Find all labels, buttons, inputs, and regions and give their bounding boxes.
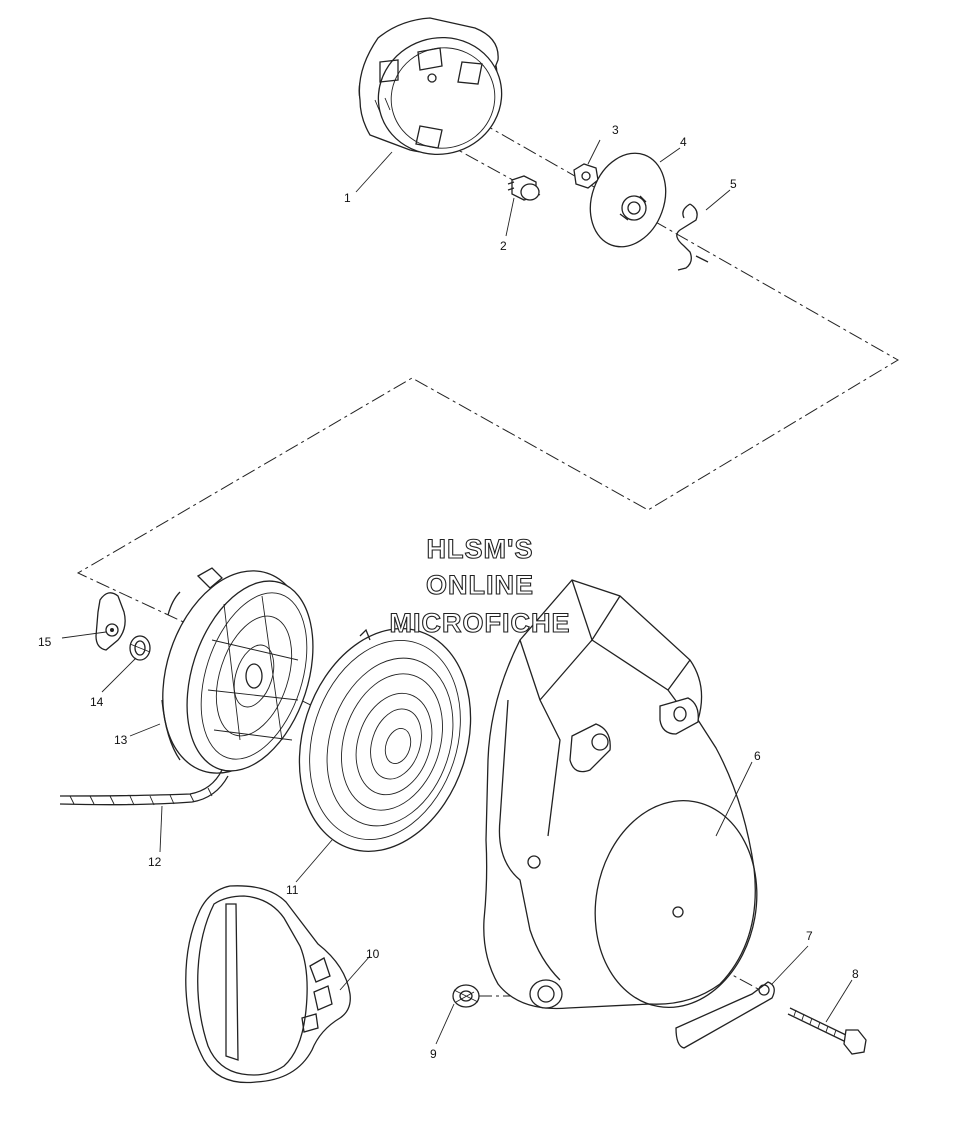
part-9-bushing bbox=[452, 984, 480, 1008]
callout-13: 13 bbox=[114, 733, 128, 747]
leader-lines bbox=[61, 139, 853, 1045]
part-7-plate bbox=[675, 981, 775, 1049]
callout-5: 5 bbox=[730, 177, 737, 191]
callout-numbers: 1 2 3 4 5 6 7 8 9 10 11 12 13 14 15 bbox=[38, 123, 859, 1061]
part-8-bolt bbox=[787, 1007, 867, 1055]
part-11-recoil-spring bbox=[298, 628, 472, 852]
part-13-rope-reel bbox=[161, 567, 314, 774]
part-2-bolt bbox=[507, 175, 540, 201]
callout-8: 8 bbox=[852, 967, 859, 981]
part-10-handle bbox=[185, 885, 351, 1084]
callout-4: 4 bbox=[680, 135, 687, 149]
callout-12: 12 bbox=[148, 855, 162, 869]
callout-2: 2 bbox=[500, 239, 507, 253]
callout-10: 10 bbox=[366, 947, 380, 961]
part-3-nut bbox=[573, 163, 599, 189]
watermark-line-1: HLSM'S bbox=[427, 534, 534, 564]
part-4-pulley bbox=[589, 152, 667, 248]
callout-14: 14 bbox=[90, 695, 104, 709]
part-6-starter-housing bbox=[483, 579, 758, 1010]
callout-11: 11 bbox=[286, 883, 299, 897]
watermark: HLSM'S ONLINE MICROFICHE bbox=[389, 533, 571, 638]
callout-3: 3 bbox=[612, 123, 619, 137]
part-14-spring bbox=[129, 635, 151, 661]
part-15-bracket bbox=[95, 592, 126, 651]
callout-9: 9 bbox=[430, 1047, 437, 1061]
callout-6: 6 bbox=[754, 749, 761, 763]
part-1-starter-cup bbox=[358, 17, 503, 156]
watermark-line-3: MICROFICHE bbox=[390, 608, 571, 638]
callout-7: 7 bbox=[806, 929, 813, 943]
part-12-rope bbox=[59, 769, 229, 806]
watermark-line-2: ONLINE bbox=[426, 570, 534, 600]
callout-15: 15 bbox=[38, 635, 52, 649]
callout-1: 1 bbox=[344, 191, 351, 205]
part-5-clip bbox=[676, 203, 709, 271]
